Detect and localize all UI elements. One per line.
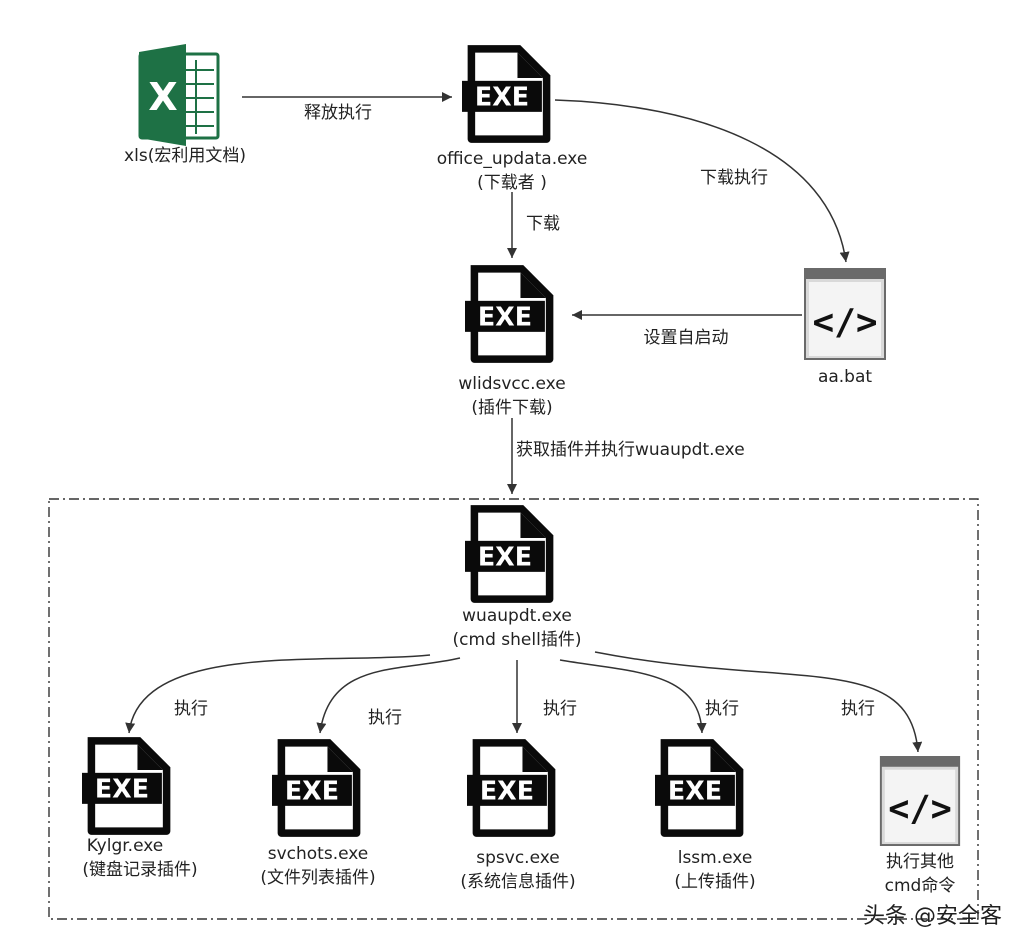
edge-label-exec-kylgr: 执行: [174, 699, 208, 719]
office-updata-sub: (下载者 ): [477, 173, 547, 193]
edge-exec-lssm: [559, 659, 707, 734]
plugin-group-frame: [48, 498, 979, 920]
lssm-label: lssm.exe: [677, 848, 753, 868]
edge-label-exec-lssm: 执行: [705, 699, 739, 719]
xls-label: xls(宏利用文档): [124, 146, 246, 166]
edge-label-release: 释放执行: [304, 103, 372, 123]
svchots-label: svchots.exe: [267, 844, 369, 864]
other-cmd-sub: cmd命令: [884, 876, 956, 896]
exe-icon-svchots: [272, 739, 361, 837]
edge-exec-svchots: [316, 657, 461, 734]
spsvc-label: spsvc.exe: [476, 848, 560, 868]
edge-download-exec: [554, 99, 850, 263]
exe-icon-kylgr: [82, 737, 171, 835]
wuaupdt-sub: (cmd shell插件): [452, 630, 582, 650]
wlidsvcc-label: wlidsvcc.exe: [458, 374, 566, 394]
edge-exec-kylgr: [125, 654, 431, 734]
wuaupdt-label: wuaupdt.exe: [462, 606, 572, 626]
script-icon-other-cmd: [879, 756, 961, 846]
other-cmd-label: 执行其他: [886, 852, 954, 872]
kylgr-sub: (键盘记录插件): [82, 860, 198, 880]
edge-label-exec-other: 执行: [841, 699, 875, 719]
watermark: 头条 @安全客: [863, 904, 1002, 929]
exe-icon-office-updata: [462, 45, 551, 143]
edge-label-fetch-plugin: 获取插件并执行wuaupdt.exe: [516, 440, 745, 460]
svg-text:X: X: [148, 75, 177, 119]
edge-label-exec-svchots: 执行: [368, 708, 402, 728]
spsvc-sub: (系统信息插件): [460, 872, 576, 892]
lssm-sub: (上传插件): [674, 872, 756, 892]
edge-label-download-exec: 下载执行: [700, 168, 768, 188]
exe-icon-wuaupdt: [465, 505, 554, 603]
office-updata-label: office_updata.exe: [436, 149, 588, 169]
svchots-sub: (文件列表插件): [260, 868, 376, 888]
edge-label-autostart: 设置自启动: [643, 328, 729, 348]
wlidsvcc-sub: (插件下载): [471, 398, 553, 418]
exe-icon-lssm: [655, 739, 744, 837]
kylgr-label: Kylgr.exe: [86, 836, 164, 856]
edge-label-exec-spsvc: 执行: [543, 699, 577, 719]
exe-icon-spsvc: [467, 739, 556, 837]
excel-icon: X: [138, 44, 220, 146]
edge-exec-other: [594, 651, 923, 753]
script-icon-aa-bat: [804, 268, 886, 360]
aa-bat-label: aa.bat: [817, 367, 873, 387]
edge-label-download: 下载: [526, 214, 560, 234]
exe-icon-wlidsvcc: [465, 265, 554, 363]
